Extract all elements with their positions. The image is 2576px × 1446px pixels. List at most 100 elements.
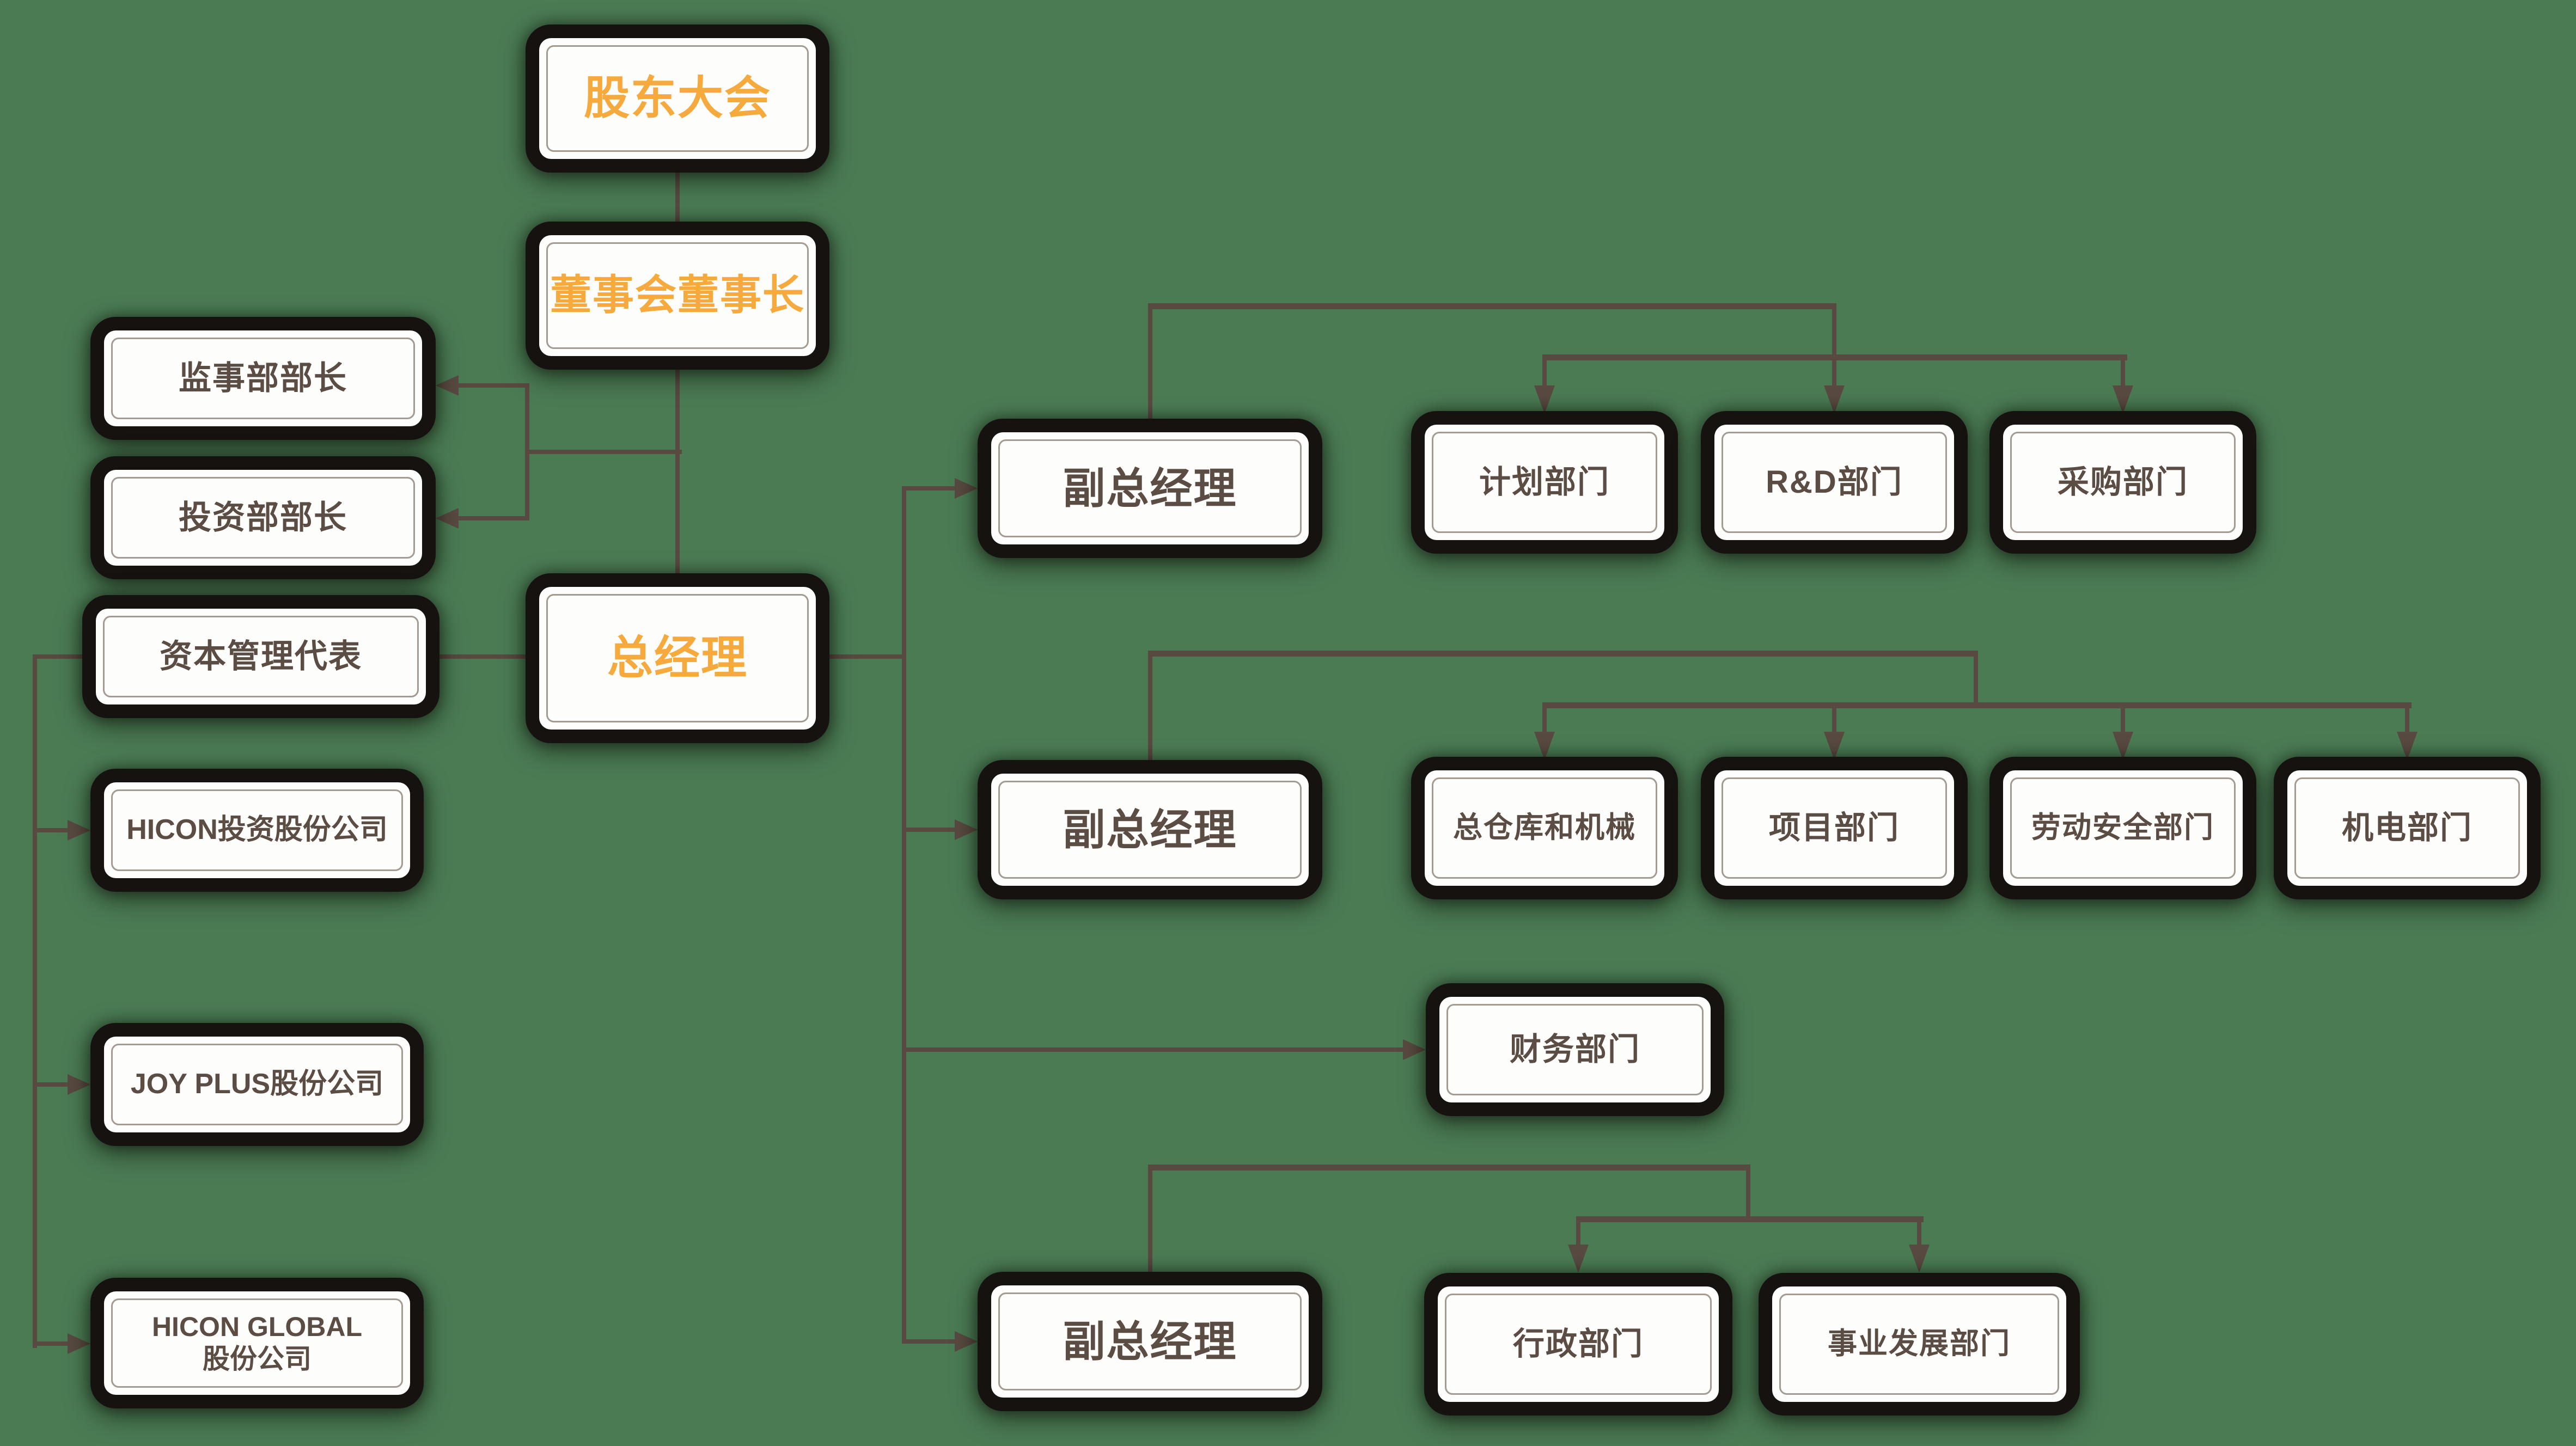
arrowhead bbox=[1824, 385, 1845, 414]
connector-line bbox=[455, 516, 529, 520]
arrowhead bbox=[1534, 385, 1555, 414]
arrowhead bbox=[955, 819, 978, 840]
connector-line bbox=[1148, 306, 1152, 419]
node-label: 董事会董事长 bbox=[550, 272, 805, 319]
connector-line bbox=[33, 654, 87, 659]
node-admin-dept: 行政部门 bbox=[1424, 1273, 1732, 1416]
node-label: 机电部门 bbox=[2341, 810, 2473, 845]
node-box: 事业发展部门 bbox=[1772, 1286, 2066, 1402]
node-planning-dept: 计划部门 bbox=[1411, 411, 1678, 554]
node-label: 项目部门 bbox=[1768, 810, 1900, 845]
node-project-dept: 项目部门 bbox=[1701, 757, 1968, 899]
node-box: 副总经理 bbox=[991, 774, 1309, 886]
arrowhead bbox=[1909, 1245, 1930, 1273]
node-deputy-gm-3: 副总经理 bbox=[978, 1272, 1322, 1411]
connector-line bbox=[2405, 705, 2409, 732]
connector-line bbox=[1542, 705, 1547, 732]
arrowhead bbox=[436, 508, 459, 529]
connector-line bbox=[1542, 357, 1547, 388]
arrowhead bbox=[1534, 732, 1555, 760]
node-deputy-gm-2: 副总经理 bbox=[978, 760, 1322, 899]
node-box: 总仓库和机械 bbox=[1425, 770, 1664, 886]
node-label: 资本管理代表 bbox=[160, 638, 362, 675]
connector-line bbox=[1832, 705, 1836, 732]
node-label: 副总经理 bbox=[1063, 1317, 1237, 1365]
connector-line bbox=[902, 486, 906, 1344]
node-chairman: 董事会董事长 bbox=[526, 222, 829, 370]
node-box: 投资部部长 bbox=[104, 470, 422, 566]
connector-line bbox=[1148, 651, 1978, 657]
node-capital-rep: 资本管理代表 bbox=[82, 595, 439, 718]
connector-line bbox=[675, 370, 680, 575]
node-box: 监事部部长 bbox=[104, 330, 422, 426]
arrowhead bbox=[2397, 732, 2418, 760]
node-supervision-head: 监事部部长 bbox=[90, 317, 436, 440]
arrowhead bbox=[1824, 732, 1845, 760]
connector-line bbox=[1148, 653, 1152, 760]
node-label: JOY PLUS股份公司 bbox=[130, 1068, 384, 1100]
node-label: 采购部门 bbox=[2057, 464, 2188, 500]
node-investment-head: 投资部部长 bbox=[90, 456, 436, 579]
node-label: 总仓库和机械 bbox=[1453, 811, 1636, 844]
connector-line bbox=[1832, 306, 1836, 388]
connector-line bbox=[1148, 1165, 1750, 1171]
connector-line bbox=[1917, 1219, 1921, 1245]
connector-line bbox=[1576, 1216, 1924, 1222]
connector-line bbox=[902, 828, 955, 832]
node-box: 计划部门 bbox=[1425, 425, 1664, 540]
node-box: 总经理 bbox=[539, 587, 816, 730]
arrowhead bbox=[1403, 1039, 1426, 1060]
node-label: 劳动安全部门 bbox=[2031, 811, 2214, 844]
node-label: 股东大会 bbox=[583, 72, 771, 124]
connector-line bbox=[902, 1339, 955, 1344]
connector-line bbox=[33, 1082, 68, 1087]
node-label: 投资部部长 bbox=[179, 499, 347, 536]
node-box: 董事会董事长 bbox=[539, 235, 816, 356]
arrowhead bbox=[955, 1331, 978, 1352]
node-box: 财务部门 bbox=[1439, 997, 1711, 1102]
connector-line bbox=[455, 383, 529, 388]
connector-line bbox=[525, 383, 529, 520]
connector-line bbox=[1148, 303, 1836, 309]
arrowhead bbox=[68, 820, 90, 841]
node-warehouse-machinery: 总仓库和机械 bbox=[1411, 757, 1678, 899]
node-box: 采购部门 bbox=[2003, 425, 2243, 540]
arrowhead bbox=[68, 1333, 90, 1354]
connector-line bbox=[829, 654, 906, 659]
connector-line bbox=[525, 450, 682, 454]
connector-line bbox=[1974, 653, 1978, 708]
node-box: 劳动安全部门 bbox=[2003, 770, 2243, 886]
node-box: HICON投资股份公司 bbox=[104, 782, 410, 878]
arrowhead bbox=[68, 1074, 90, 1095]
node-label: 副总经理 bbox=[1063, 464, 1237, 512]
node-box: R&D部门 bbox=[1714, 425, 1954, 540]
node-hicon-global: HICON GLOBAL 股份公司 bbox=[90, 1278, 424, 1408]
connector-line bbox=[1542, 354, 2127, 360]
node-label: 副总经理 bbox=[1063, 805, 1237, 854]
node-box: 机电部门 bbox=[2287, 770, 2527, 886]
node-box: 资本管理代表 bbox=[96, 609, 426, 704]
node-label: 事业发展部门 bbox=[1828, 1327, 2011, 1361]
connector-line bbox=[2121, 705, 2125, 732]
connector-line bbox=[1148, 1167, 1152, 1272]
node-hicon-invest: HICON投资股份公司 bbox=[90, 769, 424, 892]
connector-line bbox=[2121, 357, 2125, 388]
node-label: 计划部门 bbox=[1479, 464, 1610, 500]
node-box: 股东大会 bbox=[539, 38, 816, 159]
node-label: HICON投资股份公司 bbox=[126, 814, 388, 846]
connector-line bbox=[902, 486, 955, 491]
node-label: HICON GLOBAL 股份公司 bbox=[151, 1312, 363, 1374]
connector-line bbox=[33, 1341, 68, 1346]
connector-line bbox=[675, 173, 680, 224]
connector-line bbox=[1576, 1219, 1580, 1245]
node-biz-dev-dept: 事业发展部门 bbox=[1759, 1273, 2080, 1416]
node-box: 行政部门 bbox=[1438, 1286, 1719, 1402]
node-box: 副总经理 bbox=[991, 432, 1309, 544]
node-label: 财务部门 bbox=[1509, 1031, 1640, 1067]
node-label: 行政部门 bbox=[1512, 1326, 1644, 1362]
node-label: R&D部门 bbox=[1766, 464, 1903, 500]
node-general-manager: 总经理 bbox=[526, 573, 829, 743]
connector-line bbox=[902, 1047, 1403, 1052]
node-deputy-gm-1: 副总经理 bbox=[978, 419, 1322, 558]
node-box: 项目部门 bbox=[1714, 770, 1954, 886]
